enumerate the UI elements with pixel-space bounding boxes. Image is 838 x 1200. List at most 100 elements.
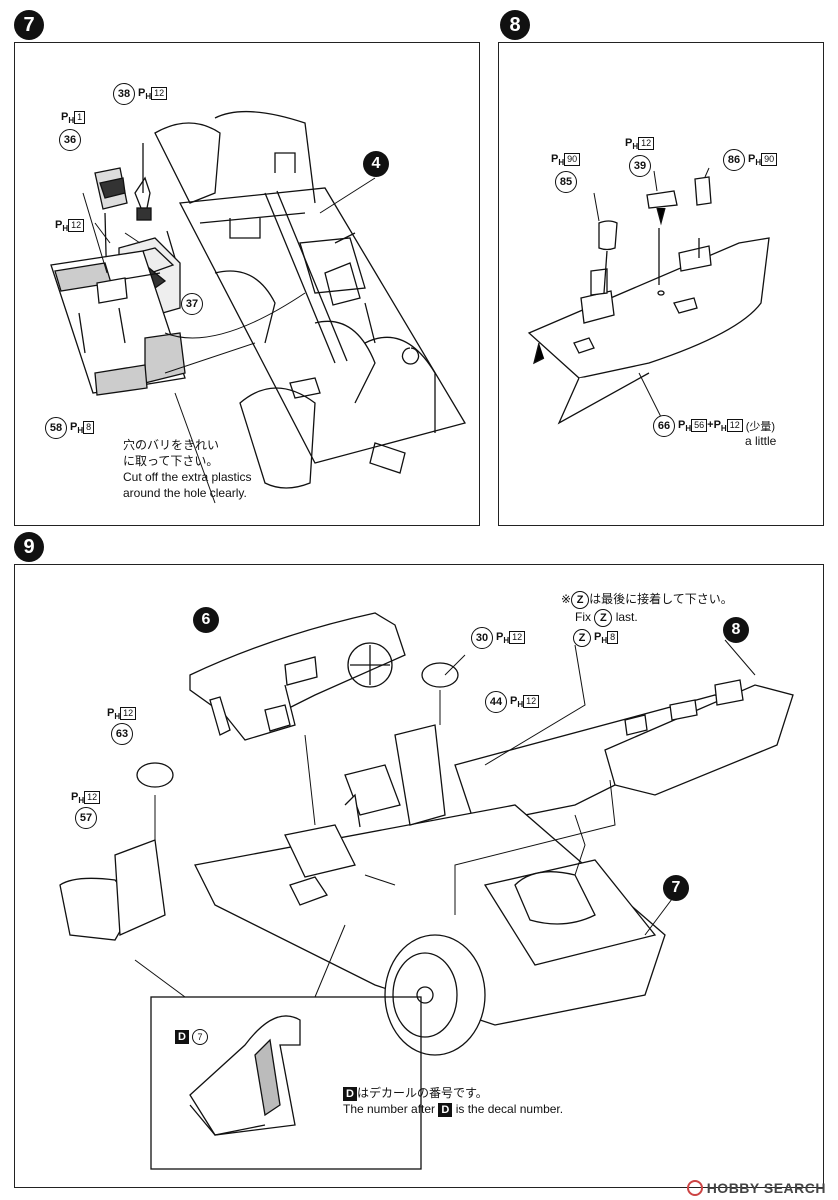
- step8-part-39: 39: [629, 155, 651, 177]
- part-66-amount-jp: (少量): [745, 421, 776, 433]
- part-85-paint-code: 90: [564, 153, 581, 166]
- note-jp-line-2: に取って下さい。: [123, 454, 219, 468]
- step9-decal-inset-label: D 7: [175, 1029, 208, 1045]
- z-note-jp-suffix: は最後に接着して下さい。: [589, 592, 733, 606]
- step9-part-63: 63: [111, 723, 133, 745]
- step7-subassembly-4-number: 4: [371, 155, 381, 172]
- decal-tag: D: [343, 1087, 357, 1101]
- paint-prefix: P: [71, 791, 79, 803]
- step-9-badge: 9: [14, 532, 44, 562]
- step9-subassembly-8-number: 8: [731, 621, 741, 638]
- z-part-circle: Z: [573, 629, 591, 647]
- step8-a-little: a little: [745, 434, 777, 448]
- part-39-number: 39: [629, 155, 651, 177]
- step9-subassembly-6-number: 6: [201, 611, 211, 628]
- part-63-paint-code: 12: [120, 707, 137, 720]
- step8-part-85: 85: [555, 171, 577, 193]
- watermark-logo-icon: [686, 1180, 703, 1196]
- part-38-paint-code: 12: [151, 86, 168, 100]
- part-66-number: 66: [653, 415, 675, 437]
- z-note-en-suffix: last.: [615, 610, 638, 624]
- step7-part-37: 37: [181, 293, 203, 315]
- paint-prefix: P: [61, 111, 69, 123]
- part-86-number: 86: [723, 149, 745, 171]
- step-7-illustration: [50, 110, 466, 504]
- watermark: HOBBY SEARCH: [686, 1180, 826, 1196]
- part-37-number: 37: [181, 293, 203, 315]
- part-30-paint-code: 12: [509, 630, 526, 644]
- part-63-number: 63: [111, 723, 133, 745]
- step7-subassembly-4-badge: 4: [363, 151, 389, 177]
- part-58-number: 58: [45, 417, 67, 439]
- paint-12-code: 12: [68, 219, 85, 232]
- part-66-plus: +: [707, 418, 714, 431]
- part-66-paint-code: 56: [691, 418, 708, 432]
- watermark-text: HOBBY SEARCH: [706, 1180, 826, 1196]
- part-57-paint-code: 12: [84, 791, 101, 804]
- paint-sub: H: [114, 712, 121, 722]
- decal-number: 7: [191, 1029, 208, 1045]
- z-note-en: Fix Z last.: [575, 609, 733, 627]
- part-38-number: 38: [113, 83, 135, 105]
- z-circle: Z: [571, 591, 590, 609]
- paint-sub: H: [68, 116, 75, 126]
- step9-subassembly-7-number: 7: [671, 879, 681, 896]
- step7-hole-note: 穴のバリをきれい に取って下さい。 Cut off the extra plas…: [123, 437, 252, 501]
- part-66-paint-code-2: 12: [726, 418, 743, 432]
- part-z-paint-code: 8: [607, 630, 619, 644]
- part-85-number: 85: [555, 171, 577, 193]
- part-30-number: 30: [471, 627, 493, 649]
- paint-prefix: P: [70, 420, 78, 433]
- step-7-badge: 7: [14, 10, 44, 40]
- decal-note-en-suffix: is the decal number.: [455, 1102, 564, 1116]
- paint-prefix: P: [138, 86, 146, 99]
- step7-part-36: 36: [59, 129, 81, 151]
- note-en-line-2: around the hole clearly.: [123, 486, 247, 500]
- paint-prefix: P: [713, 418, 721, 431]
- paint-prefix: P: [551, 153, 559, 165]
- part-36-number: 36: [59, 129, 81, 151]
- paint-sub: H: [78, 796, 85, 806]
- step-7-number: 7: [23, 13, 35, 36]
- part-36-paint-code: 1: [74, 111, 86, 124]
- note-en-line-1: Cut off the extra plastics: [123, 470, 252, 484]
- paint-prefix: P: [55, 219, 63, 231]
- decal-note-en: The number after D is the decal number.: [343, 1101, 563, 1117]
- z-note-jp-prefix: ※: [561, 592, 572, 606]
- step9-subassembly-7-badge: 7: [663, 875, 689, 901]
- paint-sub: H: [145, 92, 152, 102]
- paint-sub: H: [601, 636, 608, 646]
- step9-part-57: 57: [75, 807, 97, 829]
- decal-note-jp-text: はデカールの番号です。: [356, 1086, 488, 1100]
- paint-prefix: P: [678, 418, 686, 431]
- decal-tag: D: [175, 1030, 189, 1044]
- paint-prefix: P: [748, 152, 756, 165]
- part-58-paint-code: 8: [83, 420, 95, 434]
- paint-prefix: P: [594, 630, 602, 643]
- decal-note-en-prefix: The number after: [343, 1102, 436, 1116]
